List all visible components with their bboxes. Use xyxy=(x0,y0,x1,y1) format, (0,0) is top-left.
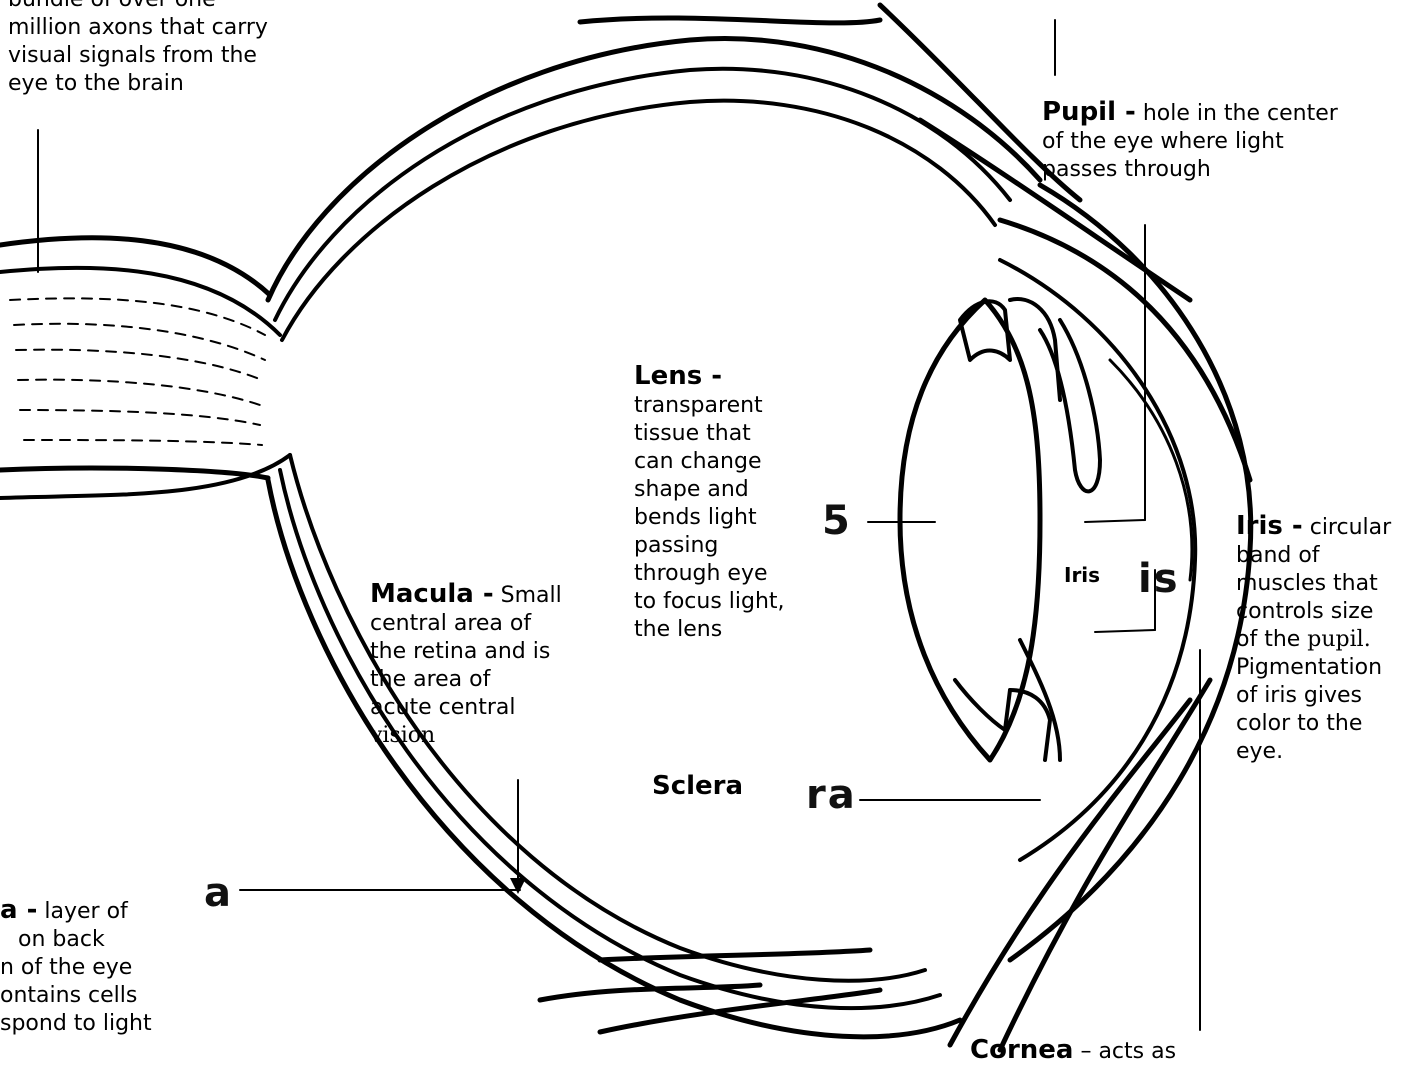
macula-label: Macula - Small central area of the retin… xyxy=(370,580,600,750)
optic-nerve-line-1: bundle of over one xyxy=(8,0,308,14)
lens-line-1: transparent xyxy=(634,392,834,420)
retina-line-1: layer of xyxy=(37,899,127,924)
optic-nerve xyxy=(0,238,290,498)
fragment-a: a xyxy=(204,870,233,916)
lens-line-5: bends light xyxy=(634,504,834,532)
macula-line-2: central area of xyxy=(370,610,600,638)
pupil-label: Pupil - hole in the center of the eye wh… xyxy=(1042,98,1402,184)
ciliary-body-lower xyxy=(955,640,1060,760)
iris-of-the: of the xyxy=(1236,627,1307,652)
lens-line-2: tissue that xyxy=(634,420,834,448)
pupil-line-1: hole in the center xyxy=(1136,101,1338,126)
fragment-ra: ra xyxy=(806,772,857,818)
iris-label: Iris - circular band of muscles that con… xyxy=(1236,512,1424,766)
pupil-term: Pupil - xyxy=(1042,97,1136,127)
lens-term: Lens - xyxy=(634,361,722,391)
iris-inner-label: Iris xyxy=(1064,561,1100,589)
retina-line-5: spond to light xyxy=(0,1010,220,1038)
iris-line-1: circular xyxy=(1303,515,1391,540)
retina-line-4: ontains cells xyxy=(0,982,220,1010)
iris-line-3: muscles that xyxy=(1236,570,1424,598)
lens-line-7: through eye xyxy=(634,560,834,588)
macula-line-1: Small xyxy=(494,583,562,608)
iris-term: Iris - xyxy=(1236,511,1303,541)
cornea-term: Cornea xyxy=(970,1035,1073,1065)
fragment-is: is xyxy=(1138,556,1180,602)
retina-term: a - xyxy=(0,895,37,925)
iris-line-7: of iris gives xyxy=(1236,682,1424,710)
cornea-rest: – acts as xyxy=(1073,1039,1176,1064)
fragment-s: 5 xyxy=(822,498,852,544)
iris-line-2: band of xyxy=(1236,542,1424,570)
optic-nerve-line-3: visual signals from the xyxy=(8,42,308,70)
lens-line-3: can change xyxy=(634,448,834,476)
iris-line-4: controls size xyxy=(1236,598,1424,626)
iris-line-6: Pigmentation xyxy=(1236,654,1424,682)
macula-line-3: the retina and is xyxy=(370,638,600,666)
macula-term: Macula - xyxy=(370,579,494,609)
lens-line-9: the lens xyxy=(634,616,834,644)
lens-line-4: shape and xyxy=(634,476,834,504)
lens-label: Lens - transparent tissue that can chang… xyxy=(634,362,834,644)
optic-nerve-line-4: eye to the brain xyxy=(8,70,308,98)
pupil-line-3: passes through xyxy=(1042,156,1402,184)
iris-line-9: eye. xyxy=(1236,738,1424,766)
pupil-line-2: of the eye where light xyxy=(1042,128,1402,156)
iris-line-8: color to the xyxy=(1236,710,1424,738)
iris-pupil-word: pupil. xyxy=(1307,627,1370,652)
retina-label: a - layer of on back n of the eye ontain… xyxy=(0,896,220,1038)
retina-line-2: on back xyxy=(0,926,220,954)
optic-nerve-label: bundle of over one million axons that ca… xyxy=(8,0,308,98)
cornea-label: Cornea – acts as xyxy=(970,1036,1230,1066)
optic-nerve-line-2: million axons that carry xyxy=(8,14,308,42)
lens-line-8: to focus light, xyxy=(634,588,834,616)
macula-line-4: the area of xyxy=(370,666,600,694)
macula-line-5: acute central xyxy=(370,694,600,722)
retina-line-3: n of the eye xyxy=(0,954,220,982)
macula-line-6: vision xyxy=(370,722,600,750)
sclera-label: Sclera xyxy=(652,772,743,800)
lens-line-6: passing xyxy=(634,532,834,560)
